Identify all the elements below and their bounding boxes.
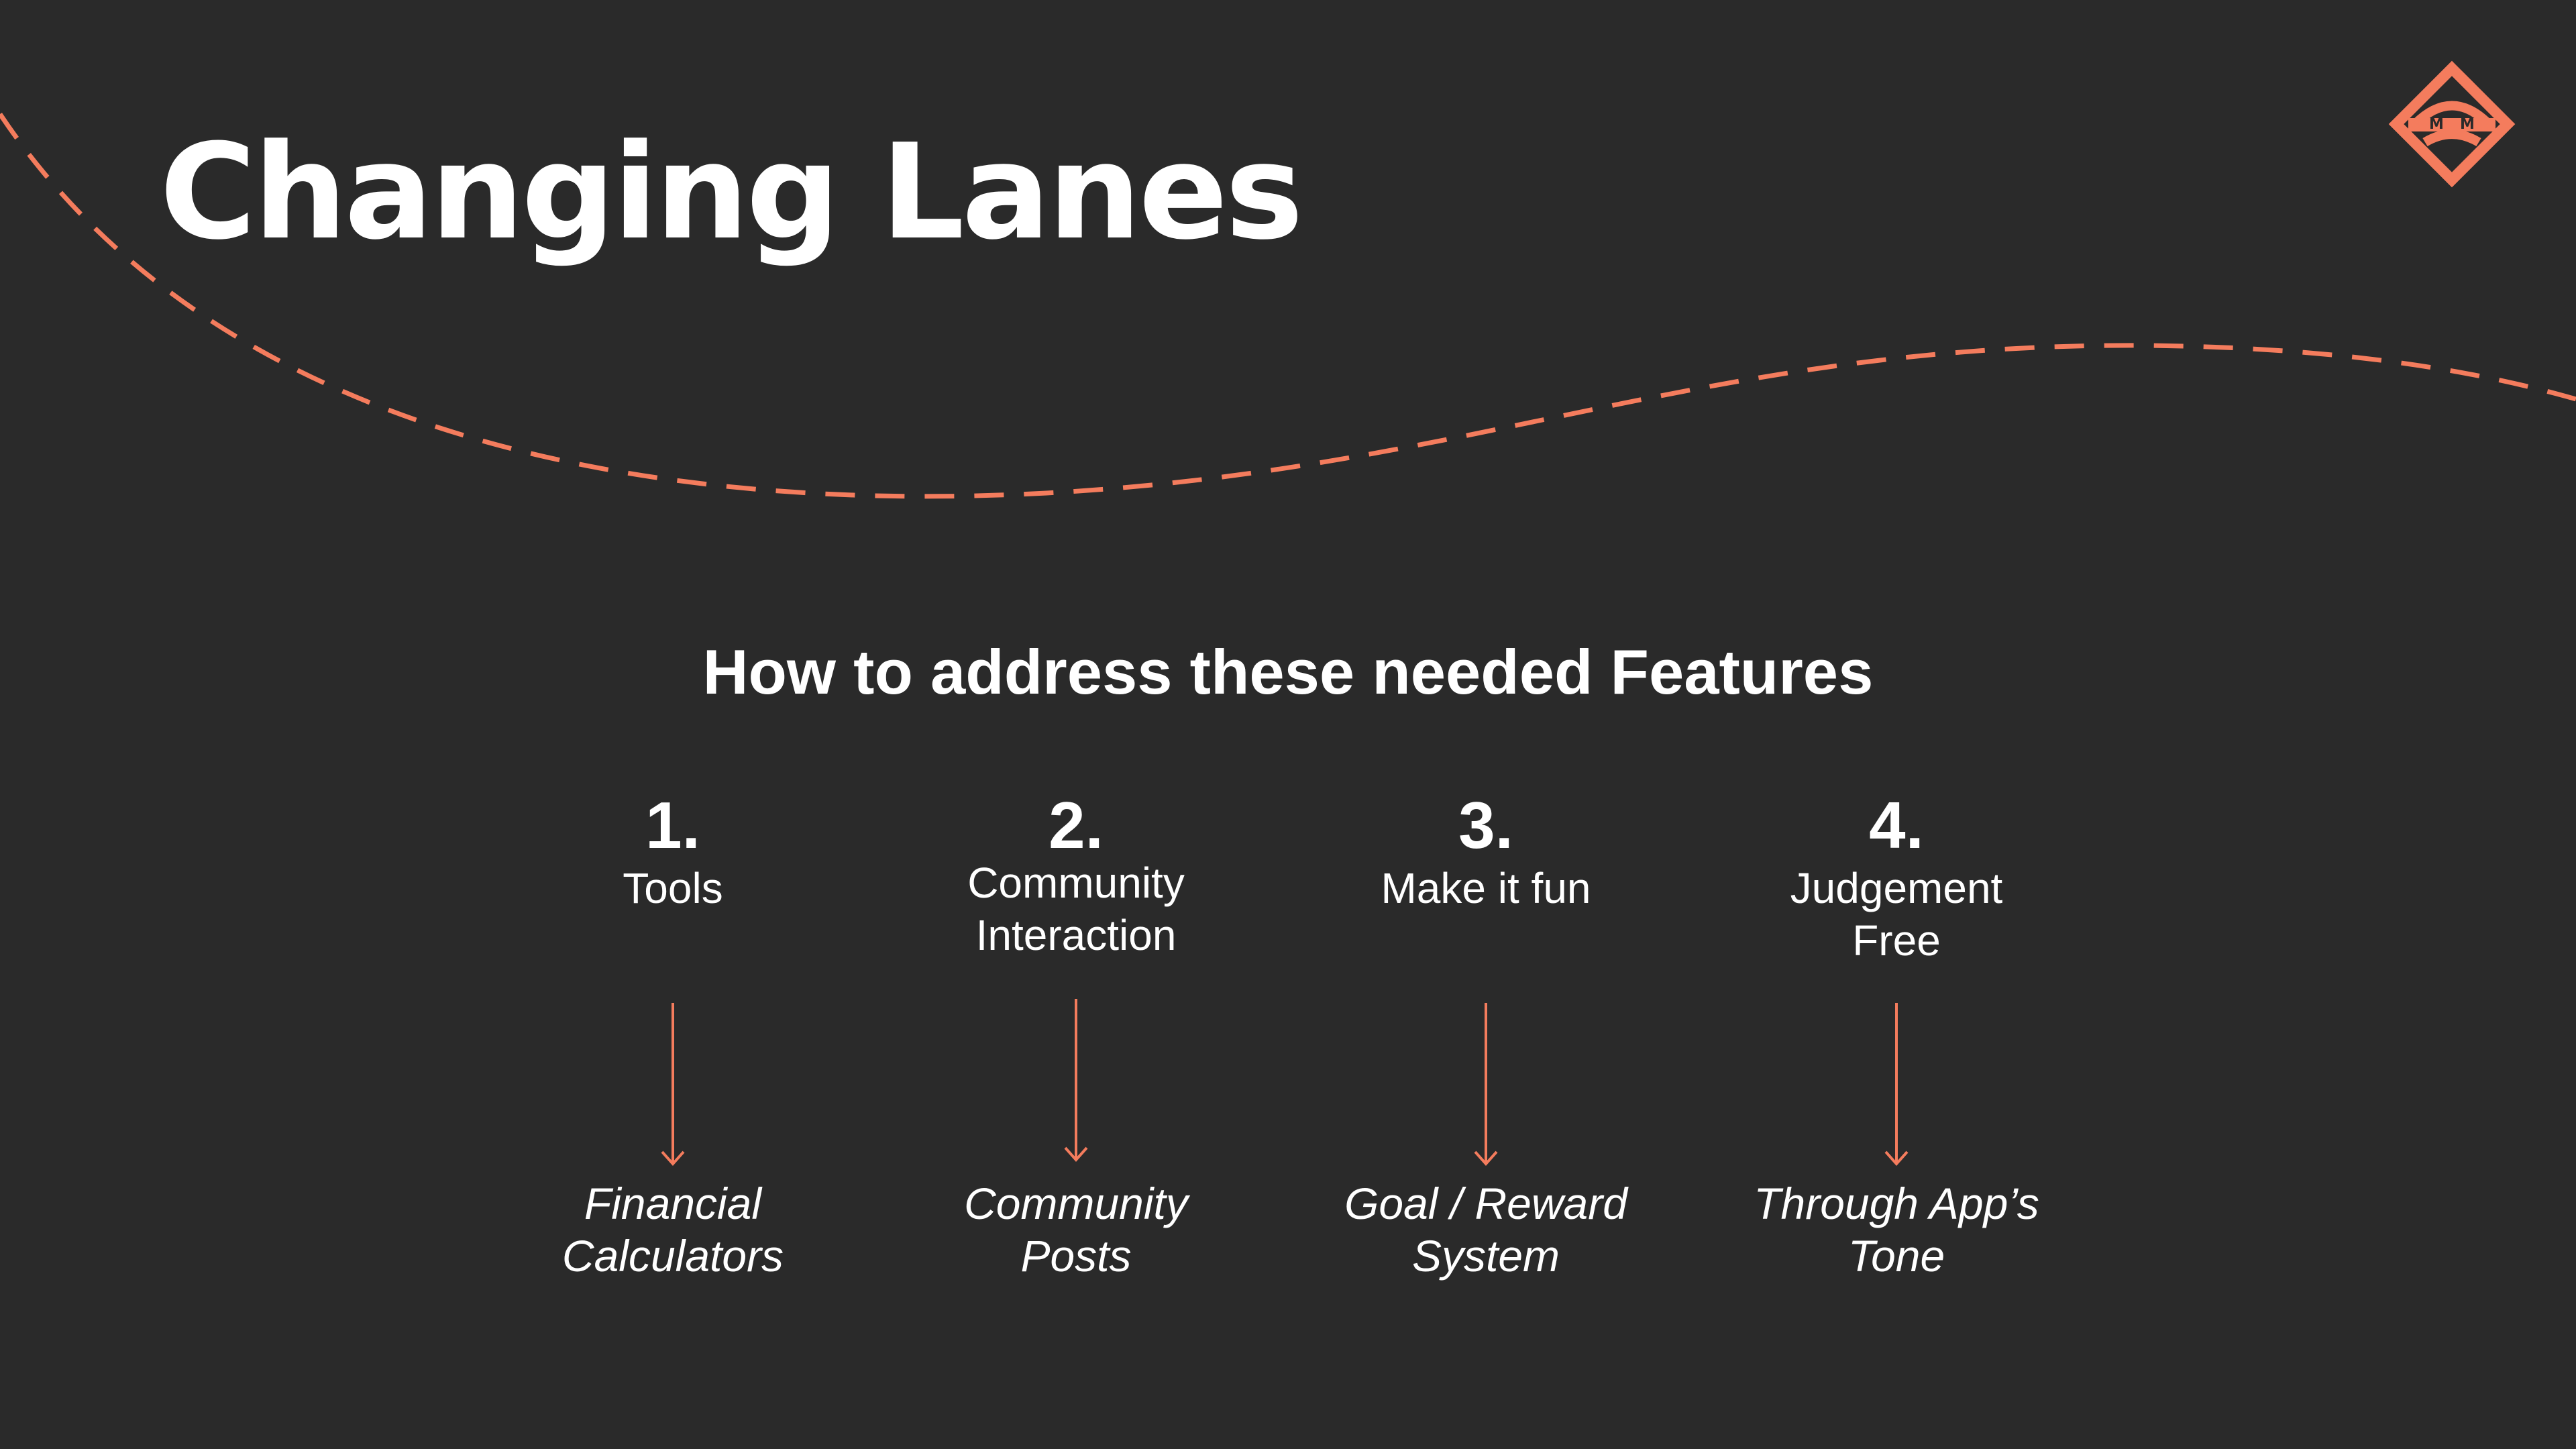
feature-number: 4. [1869, 788, 1924, 862]
feature-number: 2. [1049, 788, 1104, 862]
feature-name: Make it fun [1381, 864, 1591, 912]
svg-text:M: M [2429, 116, 2444, 133]
section-subtitle: How to address these needed Features [702, 637, 1874, 707]
feature-item-make-it-fun: 3. Make it fun Goal / Reward System [1285, 788, 1687, 1298]
feature-name: Tools [623, 864, 723, 912]
feature-item-judgement-free: 4. Judgement Free Through App’s Tone [1695, 788, 2098, 1298]
arrow-down-icon [1064, 999, 1088, 1163]
arrow-down-icon [1474, 1003, 1498, 1167]
feature-solution: Through App’s Tone [1754, 1179, 2039, 1281]
logo-icon: M M [2388, 60, 2516, 188]
feature-solution: Goal / Reward System [1344, 1179, 1627, 1281]
feature-number: 3. [1458, 788, 1513, 862]
svg-text:M: M [2460, 116, 2475, 133]
feature-name: Community Interaction [967, 859, 1185, 959]
feature-number: 1. [645, 788, 700, 862]
feature-item-community-interaction: 2. Community Interaction Community Posts [875, 788, 1277, 1298]
arrow-down-icon [661, 1003, 685, 1167]
feature-item-tools: 1. Tools Financial Calculators [472, 788, 874, 1298]
feature-name: Judgement Free [1790, 864, 2003, 965]
arrow-down-icon [1884, 1003, 1909, 1167]
feature-solution: Financial Calculators [561, 1179, 784, 1281]
feature-solution: Community Posts [964, 1179, 1188, 1281]
page-title: Changing Lanes [160, 116, 1303, 269]
